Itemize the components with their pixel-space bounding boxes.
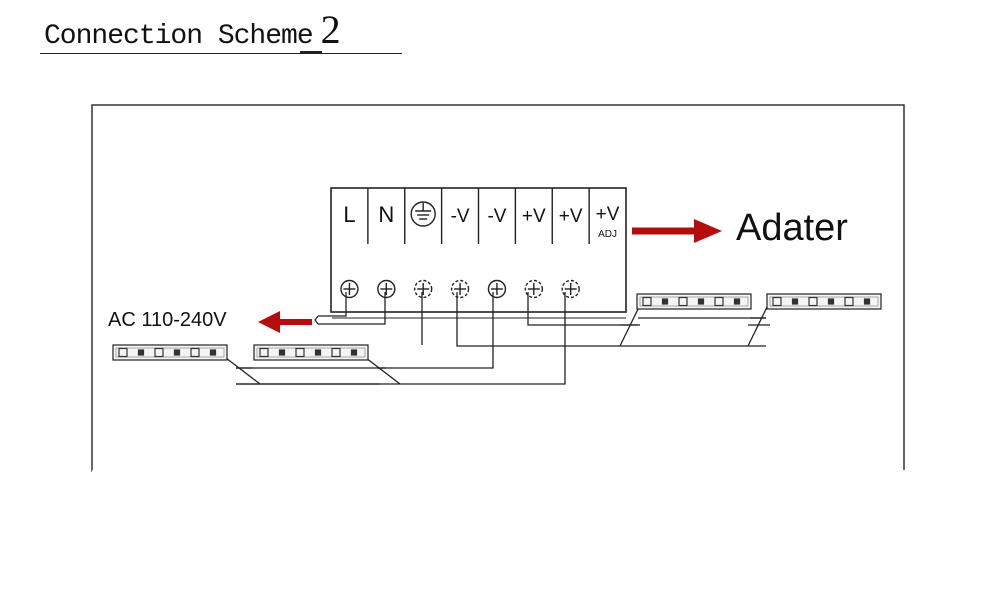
frame-bottom-gap	[92, 470, 905, 476]
led-chip	[190, 347, 200, 358]
led-chip	[863, 298, 871, 305]
led-chip	[733, 298, 741, 305]
terminal-label: -V	[487, 206, 506, 227]
led-strips	[112, 293, 882, 361]
output-wires	[225, 292, 770, 385]
terminal-sublabel: ADJ	[598, 229, 617, 240]
led-strip	[253, 344, 369, 361]
scheme-number: 2	[320, 7, 341, 52]
terminal-screw	[524, 279, 544, 299]
led-chip	[331, 347, 341, 358]
terminal-screw	[450, 279, 470, 299]
led-chip	[844, 296, 854, 307]
led-chip	[678, 296, 688, 307]
led-chip	[118, 347, 128, 358]
title-text: Connection Scheme	[44, 21, 314, 52]
adapter-label: Adater	[736, 207, 848, 249]
led-chip	[137, 349, 145, 356]
led-chip	[661, 298, 669, 305]
led-chip	[173, 349, 181, 356]
terminal-label: +V	[559, 206, 583, 227]
led-chip	[350, 349, 358, 356]
title-underline-accent	[300, 51, 322, 53]
led-chip	[791, 298, 799, 305]
led-chip	[278, 349, 286, 356]
terminal-label: -V	[451, 206, 470, 227]
terminal-screw	[413, 279, 433, 299]
terminal-label: +V	[596, 204, 620, 225]
led-chip	[697, 298, 705, 305]
led-chip	[295, 347, 305, 358]
terminal-screw	[561, 279, 580, 299]
adapter-arrow	[632, 219, 722, 243]
led-chip	[259, 347, 269, 358]
led-strip	[766, 293, 882, 310]
ac-input-label: AC 110-240V	[108, 309, 227, 331]
led-chip	[772, 296, 782, 307]
led-chip	[714, 296, 724, 307]
led-chip	[209, 349, 217, 356]
terminal-screw	[487, 279, 507, 299]
terminal-label: N	[378, 202, 394, 227]
led-chip	[808, 296, 818, 307]
led-strip	[636, 293, 752, 310]
led-chip	[642, 296, 652, 307]
terminal-label: L	[343, 202, 355, 227]
ground-icon	[410, 201, 436, 227]
terminal-label: +V	[522, 206, 546, 227]
terminal-dividers	[367, 188, 590, 244]
ac-input-arrow	[258, 311, 312, 333]
terminal-screw	[377, 279, 396, 299]
title-underline	[40, 53, 402, 54]
led-chip	[314, 349, 322, 356]
led-chip	[154, 347, 164, 358]
terminal-screws	[340, 279, 580, 299]
led-chip	[827, 298, 835, 305]
led-strip	[112, 344, 228, 361]
terminal-screw	[340, 279, 359, 299]
